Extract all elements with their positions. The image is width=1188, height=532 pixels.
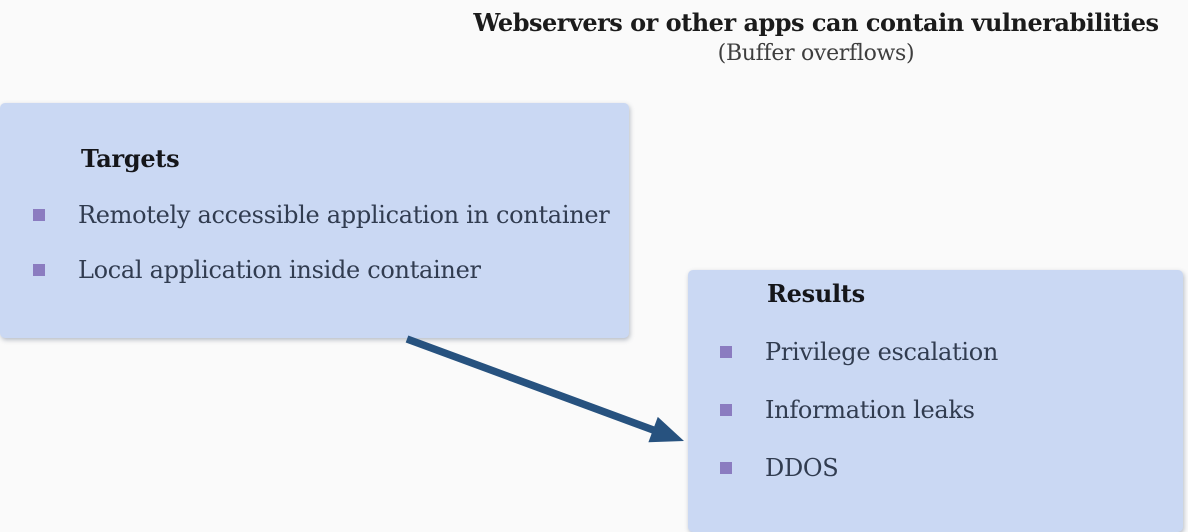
results-heading: Results (767, 279, 865, 308)
bullet-square-icon (720, 346, 732, 358)
list-item-label: DDOS (765, 454, 839, 482)
list-item-label: Remotely accessible application in conta… (78, 201, 610, 229)
targets-list: Remotely accessible application in conta… (33, 199, 610, 286)
list-item: Remotely accessible application in conta… (33, 199, 610, 231)
list-item: Information leaks (720, 394, 998, 426)
results-list: Privilege escalation Information leaks D… (720, 336, 998, 484)
bullet-square-icon (33, 209, 45, 221)
list-item-label: Information leaks (765, 396, 975, 424)
bullet-square-icon (720, 462, 732, 474)
list-item: Privilege escalation (720, 336, 998, 368)
list-item: Local application inside container (33, 254, 609, 286)
list-item-label: Local application inside container (78, 256, 481, 284)
list-item: DDOS (720, 452, 998, 484)
bullet-square-icon (33, 264, 45, 276)
results-box: Results Privilege escalation Information… (688, 270, 1183, 532)
targets-heading: Targets (81, 144, 180, 173)
slide-subtitle: (Buffer overflows) (717, 41, 915, 66)
targets-box: Targets Remotely accessible application … (0, 103, 629, 338)
slide-title: Webservers or other apps can contain vul… (473, 8, 1159, 37)
list-item-label: Privilege escalation (765, 338, 999, 366)
slide-title-block: Webservers or other apps can contain vul… (436, 8, 1188, 68)
bullet-square-icon (720, 404, 732, 416)
